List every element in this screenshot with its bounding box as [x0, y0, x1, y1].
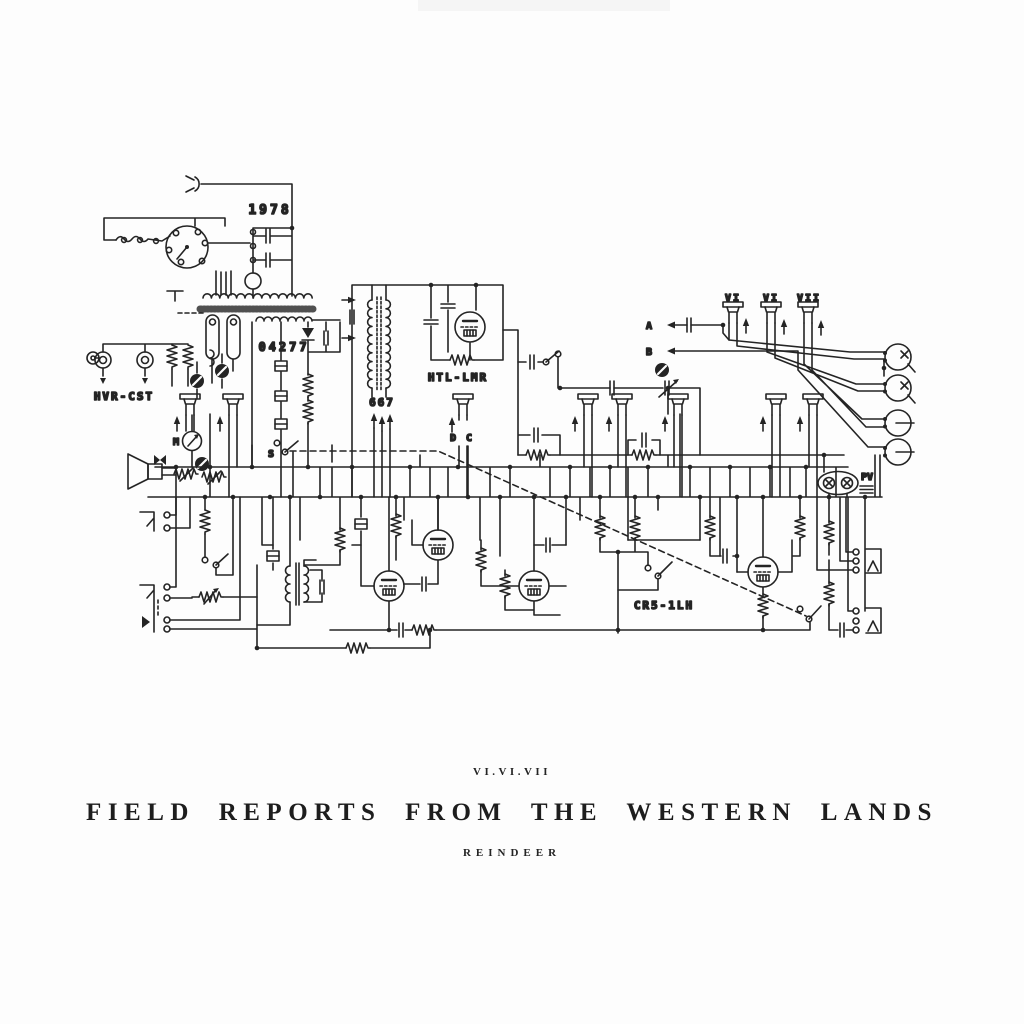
junction-dots	[173, 225, 887, 651]
cap-bowtie-symbol	[154, 455, 166, 465]
tube-symbol	[372, 569, 406, 603]
label-htl-lmr: HTL-LMR	[428, 371, 488, 384]
tube-symbol	[517, 569, 551, 603]
socket-top-symbol	[179, 393, 824, 416]
label-dc: D C	[450, 433, 474, 444]
if-transformer-symbol	[366, 296, 392, 392]
label-m: M	[173, 437, 179, 448]
tube-symbol	[421, 528, 455, 562]
rotary-switch-symbol	[165, 225, 209, 269]
dashed-feedback-line	[289, 450, 807, 617]
power-plug-icon	[185, 175, 200, 193]
label-hvr-cst: HVR-CST	[94, 390, 154, 403]
meter-symbol	[181, 430, 203, 452]
knob-symbol	[188, 372, 206, 390]
antenna-earth-symbol	[166, 290, 184, 302]
jack-socket-symbol	[139, 583, 171, 633]
catalog-number: VI.VI.VII	[473, 766, 551, 778]
tube-symbol	[746, 555, 780, 589]
pilot-lamp-symbol	[817, 470, 859, 496]
label-1978: 1978	[248, 203, 291, 218]
audio-transformer-symbol	[284, 562, 310, 606]
label-04277: 04277	[258, 340, 309, 354]
bottom-return-wires	[256, 621, 811, 649]
label-pv: PV	[861, 472, 873, 483]
mains-transformer-symbol	[196, 293, 317, 360]
signal-arrow-icon	[341, 333, 357, 343]
tube-socket-top-symbol	[722, 301, 819, 324]
selector-contact-chain	[115, 235, 171, 245]
wiring-top-left	[103, 183, 293, 299]
wiring-04277-block	[211, 319, 341, 498]
main-bus-wires	[147, 413, 883, 634]
output-connector-symbol	[882, 343, 915, 466]
top-scan-bar	[418, 0, 670, 11]
label-s: S	[268, 449, 274, 460]
jack-socket-symbol	[852, 607, 882, 634]
switch-symbol	[644, 561, 673, 580]
dial-lamp-symbol	[86, 351, 154, 369]
knob-symbol	[213, 362, 231, 380]
diode-symbol	[301, 328, 315, 341]
label-a: A	[646, 321, 652, 332]
jack-socket-symbol	[852, 548, 882, 574]
label-b: B	[646, 347, 652, 358]
wire-bundle	[728, 322, 916, 428]
jack-switch-symbol	[796, 605, 822, 623]
tube-symbol-htl	[453, 310, 487, 344]
label-667: 667	[369, 396, 395, 409]
album-title: FIELD REPORTS FROM THE WESTERN LANDS	[86, 799, 938, 826]
resistor-symbol	[303, 374, 313, 398]
switch-symbol	[542, 350, 562, 366]
toggle-switch-symbol	[201, 553, 229, 569]
fuse-lamp-symbol	[244, 272, 262, 290]
signal-arrow-icon	[341, 295, 357, 305]
jack-socket-symbol	[139, 511, 171, 532]
resistor-symbol	[303, 400, 313, 424]
speaker-icon	[127, 453, 163, 490]
label-cr5-1lh: CR5-1LH	[634, 599, 694, 612]
switch-s-symbol	[273, 439, 299, 456]
artist-name: REINDEER	[462, 847, 562, 859]
